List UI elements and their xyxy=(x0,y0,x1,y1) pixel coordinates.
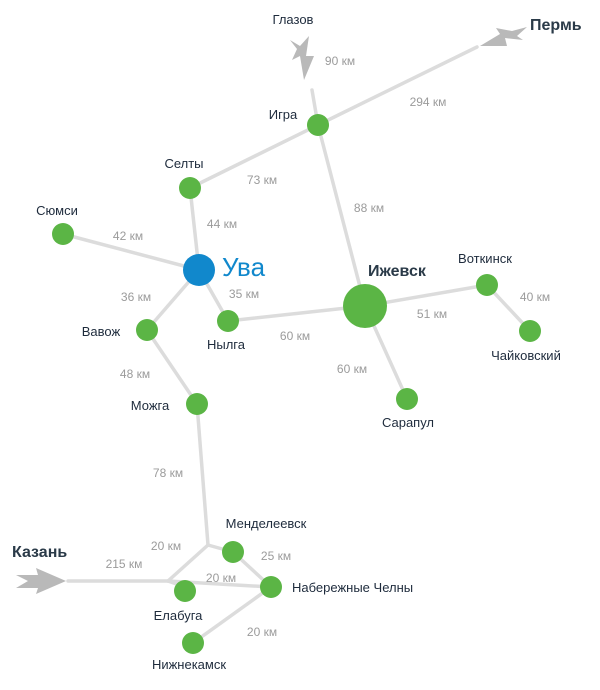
distance-igra-selty: 73 км xyxy=(247,173,277,187)
distance-selty-uva: 44 км xyxy=(207,217,237,231)
distance-nizhnekamsk-chelny: 20 км xyxy=(247,625,277,639)
label-sarapul: Сарапул xyxy=(382,415,434,430)
distance-mozhga-junction: 78 км xyxy=(153,466,183,480)
road-syumsi-uva xyxy=(61,232,201,272)
distance-igra-perm: 294 км xyxy=(410,95,447,109)
road-vavozh-mozhga xyxy=(145,328,199,406)
distance-kazan-elabuga: 215 км xyxy=(106,557,143,571)
label-syumsi: Сюмси xyxy=(36,203,78,218)
distance-labels: 90 км 294 км 73 км 88 км 44 км 42 км 36 … xyxy=(106,54,551,639)
road-junction-elabuga xyxy=(166,543,210,583)
label-vavozh: Вавож xyxy=(82,324,121,339)
town-naberezhnye-chelny[interactable] xyxy=(260,576,282,598)
road-igra-perm xyxy=(316,45,479,127)
label-nylga: Нылга xyxy=(207,337,246,352)
arrow-perm-icon xyxy=(480,27,527,46)
town-izhevsk[interactable] xyxy=(343,284,387,328)
town-uva[interactable] xyxy=(183,254,215,286)
distance-votkinsk-chaikovsky: 40 км xyxy=(520,290,550,304)
direction-arrows xyxy=(16,27,527,594)
road-igra-selty xyxy=(188,123,320,190)
town-selty[interactable] xyxy=(179,177,201,199)
label-perm: Пермь xyxy=(530,17,582,34)
town-igra[interactable] xyxy=(307,114,329,136)
label-kazan: Казань xyxy=(12,544,67,561)
distance-uva-nylga: 35 км xyxy=(229,287,259,301)
label-izhevsk: Ижевск xyxy=(368,263,427,280)
distance-syumsi-uva: 42 км xyxy=(113,229,143,243)
road-igra-izhevsk xyxy=(316,123,367,308)
town-nizhnekamsk[interactable] xyxy=(182,632,204,654)
city-labels: Глазов Игра Пермь Селты Сюмси Ува Ижевск… xyxy=(12,12,582,672)
label-mendeleevsk: Менделеевск xyxy=(226,516,307,531)
arrow-glazov-icon xyxy=(290,36,314,80)
town-nylga[interactable] xyxy=(217,310,239,332)
label-uva: Ува xyxy=(222,252,266,282)
label-nizhnekamsk: Нижнекамск xyxy=(152,657,226,672)
towns xyxy=(52,114,541,654)
town-chaikovsky[interactable] xyxy=(519,320,541,342)
label-votkinsk: Воткинск xyxy=(458,251,512,266)
label-igra: Игра xyxy=(269,107,298,122)
town-syumsi[interactable] xyxy=(52,223,74,245)
road-mozhga-junction xyxy=(195,402,210,547)
distance-izhevsk-sarapul: 60 км xyxy=(337,362,367,376)
road-nizhnekamsk-chelny xyxy=(191,585,273,645)
town-vavozh[interactable] xyxy=(136,319,158,341)
distance-uva-vavozh: 36 км xyxy=(121,290,151,304)
arrow-kazan-icon xyxy=(16,568,66,594)
distance-igra-izhevsk: 88 км xyxy=(354,201,384,215)
label-selty: Селты xyxy=(164,156,203,171)
label-elabuga: Елабуга xyxy=(154,608,204,623)
label-naberezhnye-chelny: Набережные Челны xyxy=(292,580,413,595)
distance-mendeleevsk-chelny: 25 км xyxy=(261,549,291,563)
town-sarapul[interactable] xyxy=(396,388,418,410)
distance-vavozh-mozhga: 48 км xyxy=(120,367,150,381)
label-chaikovsky: Чайковский xyxy=(491,348,561,363)
road-nylga-izhevsk xyxy=(226,304,367,323)
road-network xyxy=(61,45,532,645)
town-mozhga[interactable] xyxy=(186,393,208,415)
town-votkinsk[interactable] xyxy=(476,274,498,296)
town-mendeleevsk[interactable] xyxy=(222,541,244,563)
town-elabuga[interactable] xyxy=(174,580,196,602)
distance-izhevsk-votkinsk: 51 км xyxy=(417,307,447,321)
label-mozhga: Можга xyxy=(131,398,170,413)
distance-glazov-igra: 90 км xyxy=(325,54,355,68)
distance-junction-elabuga: 20 км xyxy=(151,539,181,553)
label-glazov: Глазов xyxy=(273,12,314,27)
distance-nylga-izhevsk: 60 км xyxy=(280,329,310,343)
distance-elabuga-chelny: 20 км xyxy=(206,571,236,585)
